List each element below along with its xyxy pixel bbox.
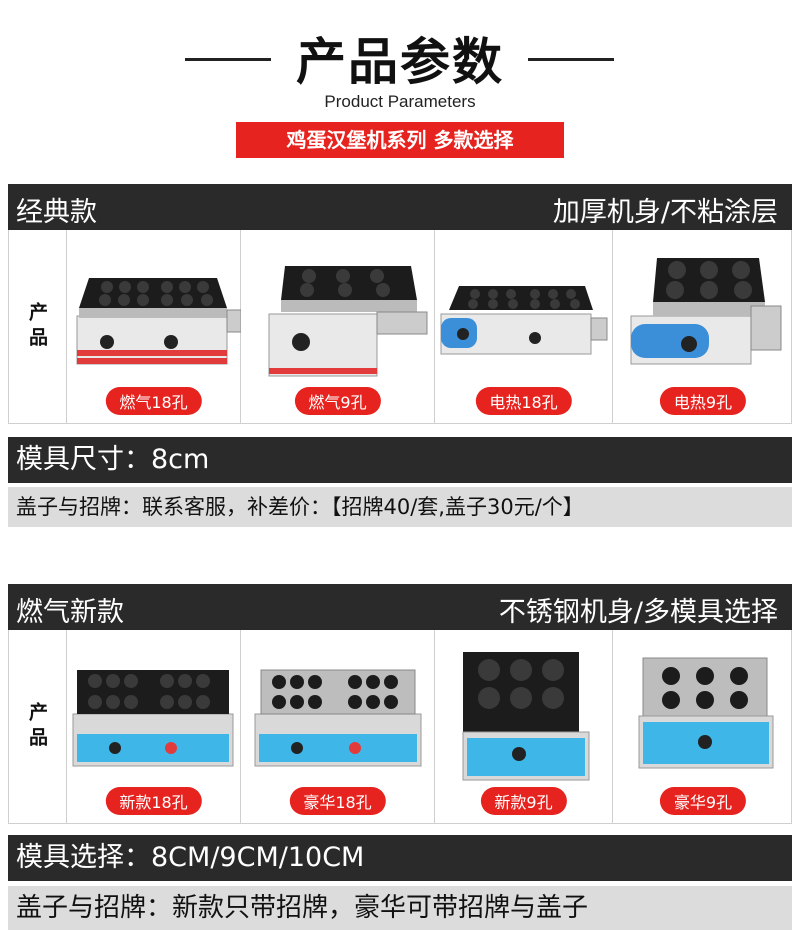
gas-18-hole-machine-image <box>76 278 241 365</box>
product-tag: 电热18孔 <box>475 387 572 415</box>
section-title: 经典款 <box>16 197 97 228</box>
product-card[interactable]: 新款9孔 <box>435 630 613 823</box>
page-title: 产品参数 <box>296 33 504 91</box>
product-tag: 新款18孔 <box>105 787 202 815</box>
product-card[interactable]: 豪华9孔 <box>613 630 793 823</box>
product-tag: 燃气9孔 <box>294 387 381 415</box>
gas-9-hole-machine-image <box>268 266 428 377</box>
mold-size-row: 模具尺寸：8cm <box>8 437 792 483</box>
section-classic-header: 经典款 加厚机身/不粘涂层 <box>8 184 792 230</box>
product-card[interactable]: 新款18孔 <box>67 630 241 823</box>
series-banner: 鸡蛋汉堡机系列 多款选择 <box>236 122 564 158</box>
new-18-hole-machine-image <box>72 670 234 767</box>
product-grid-gas-new: 产品 新款18孔 <box>8 630 792 824</box>
product-card[interactable]: 豪华18孔 <box>241 630 435 823</box>
product-tag: 燃气18孔 <box>105 387 202 415</box>
header-line-right <box>528 58 614 61</box>
product-card[interactable]: 燃气9孔 <box>241 230 435 423</box>
mold-options-row: 模具选择：8CM/9CM/10CM <box>8 835 792 881</box>
product-tag: 豪华18孔 <box>289 787 386 815</box>
lid-sign-note: 盖子与招牌：联系客服，补差价：【招牌40/套,盖子30元/个】 <box>8 487 792 527</box>
product-tag: 新款9孔 <box>480 787 567 815</box>
row-label: 产品 <box>9 630 67 823</box>
electric-18-hole-machine-image <box>440 286 608 355</box>
product-grid-classic: 产品 燃气18孔 <box>8 230 792 424</box>
electric-9-hole-machine-image <box>630 258 782 365</box>
product-card[interactable]: 电热18孔 <box>435 230 613 423</box>
lid-sign-note: 盖子与招牌：新款只带招牌，豪华可带招牌与盖子 <box>8 886 792 930</box>
section-features: 加厚机身/不粘涂层 <box>552 197 778 228</box>
section-features: 不锈钢机身/多模具选择 <box>498 597 778 628</box>
product-tag: 豪华9孔 <box>659 787 747 815</box>
deluxe-9-hole-machine-image <box>638 657 774 769</box>
deluxe-18-hole-machine-image <box>254 669 422 767</box>
header-line-left <box>185 58 271 61</box>
new-9-hole-machine-image <box>462 652 590 781</box>
section-gas-new-header: 燃气新款 不锈钢机身/多模具选择 <box>8 584 792 630</box>
product-card[interactable]: 电热9孔 <box>613 230 793 423</box>
product-tag: 电热9孔 <box>659 387 747 415</box>
product-card[interactable]: 燃气18孔 <box>67 230 241 423</box>
section-title: 燃气新款 <box>16 597 124 628</box>
page-subtitle: Product Parameters <box>324 92 476 111</box>
row-label: 产品 <box>9 230 67 423</box>
